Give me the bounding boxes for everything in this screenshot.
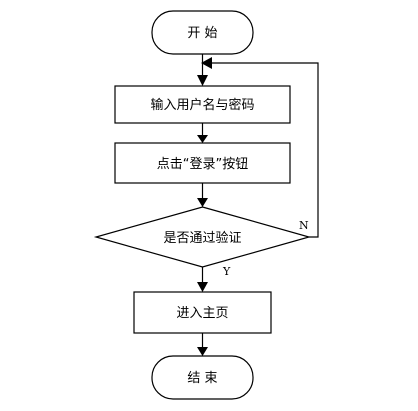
input-credentials-label: 输入用户名与密码 <box>150 97 254 113</box>
click-login-step <box>114 142 291 184</box>
arrow-click-to-decision <box>197 198 208 207</box>
no-branch-loop <box>212 62 319 238</box>
click-login-label: 点击“登录”按钮 <box>157 157 248 172</box>
arrow-loop-back <box>201 57 212 69</box>
end-label: 结 束 <box>187 371 217 386</box>
arrow-home-to-end <box>197 347 208 356</box>
input-credentials-step <box>114 85 291 124</box>
end-terminal <box>151 355 254 400</box>
verification-decision-label: 是否通过验证 <box>163 230 241 246</box>
arrow-input-to-click <box>197 135 208 143</box>
arrow-start-to-input <box>197 75 208 86</box>
arrow-decision-to-home <box>197 282 208 292</box>
yes-branch-label: Y <box>222 265 231 278</box>
start-label: 开 始 <box>187 26 217 41</box>
no-branch-label: N <box>299 219 309 232</box>
enter-homepage-label: 进入主页 <box>176 306 228 321</box>
